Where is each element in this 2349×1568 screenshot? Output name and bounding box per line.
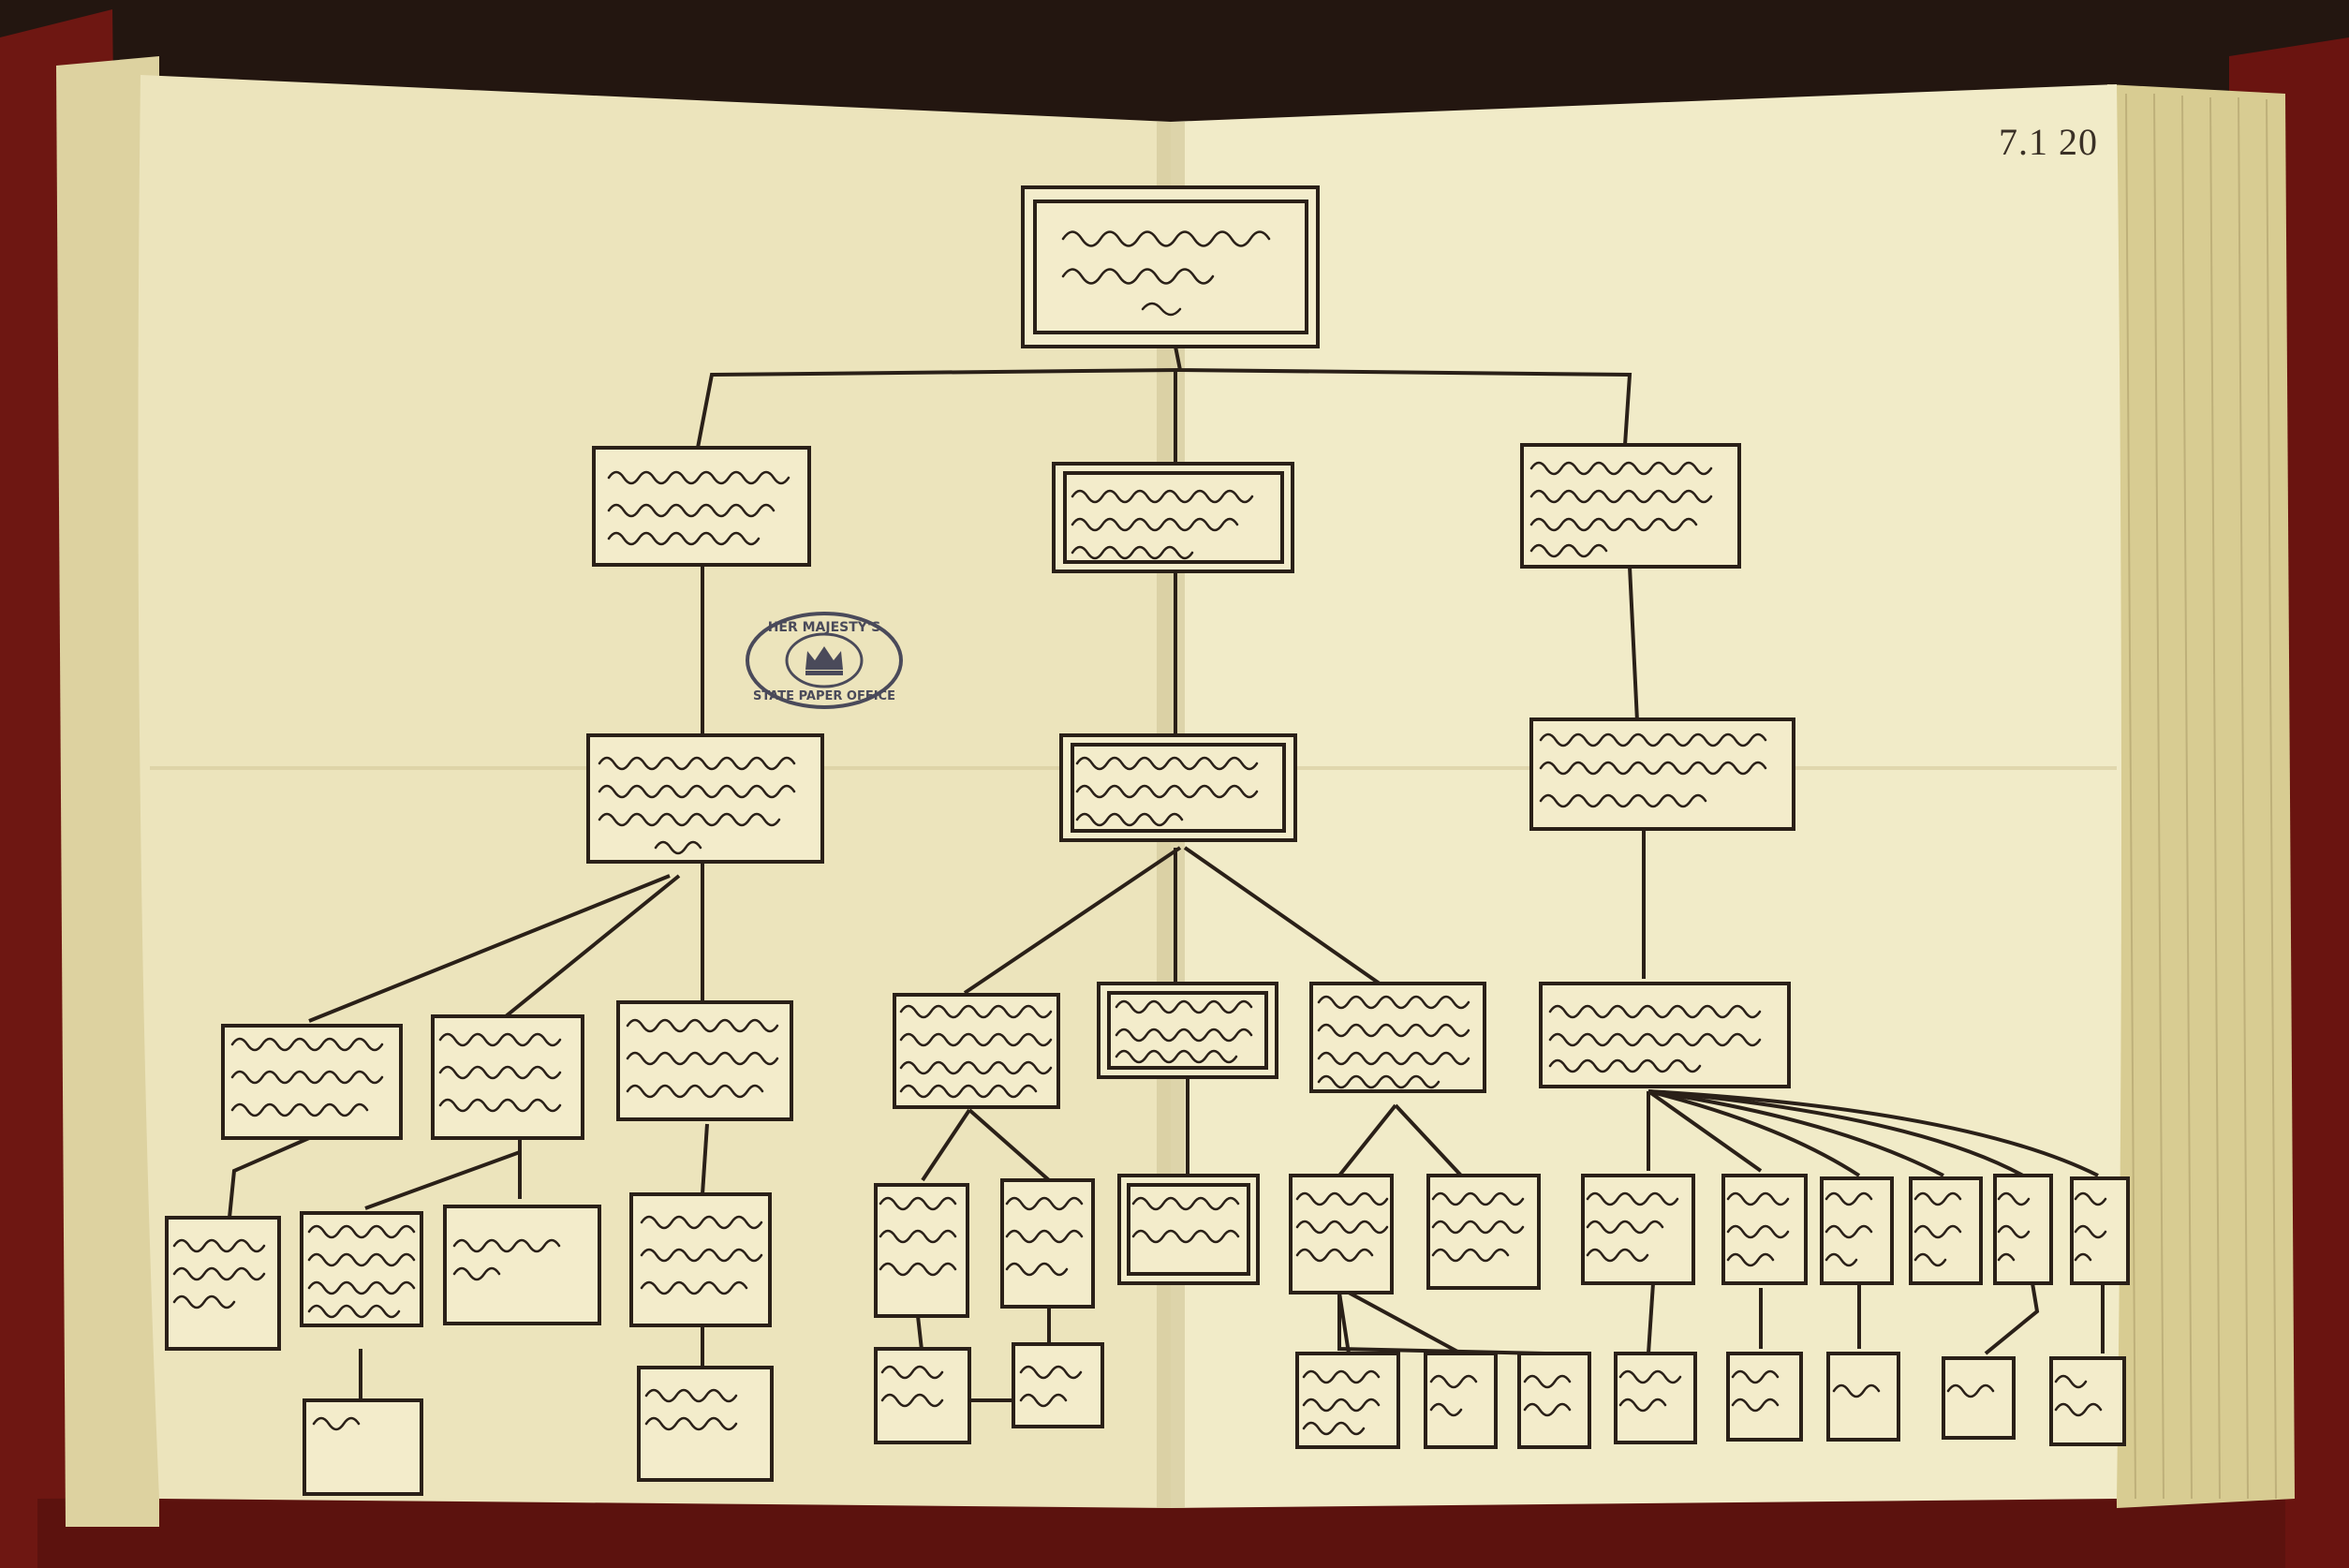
connector bbox=[1337, 1103, 1397, 1177]
box-l4-7-inner bbox=[1127, 1183, 1250, 1276]
genealogy-tree bbox=[228, 346, 2105, 1402]
connector bbox=[1984, 1282, 2040, 1355]
box-l4-1 bbox=[165, 1216, 281, 1351]
box-l4-6 bbox=[1000, 1178, 1095, 1309]
box-l1-mid-inner bbox=[1063, 471, 1284, 564]
binding-bottom bbox=[37, 1489, 2285, 1568]
root-box-inner bbox=[1033, 200, 1308, 334]
box-l5-11 bbox=[1942, 1356, 2016, 1440]
connector bbox=[696, 368, 1181, 449]
box-l2-mid-inner bbox=[1071, 743, 1286, 833]
connector bbox=[701, 1123, 709, 1195]
box-l5-7 bbox=[1517, 1352, 1591, 1449]
box-l5-4 bbox=[1012, 1342, 1104, 1428]
box-l1-mid-outer bbox=[1052, 462, 1294, 573]
box-l4-7-outer bbox=[1117, 1174, 1260, 1285]
connector bbox=[1394, 1103, 1463, 1177]
connector bbox=[1348, 1291, 1462, 1355]
connector bbox=[1183, 846, 1388, 990]
box-l4-11 bbox=[1721, 1174, 1808, 1285]
connector bbox=[1647, 1089, 1944, 1177]
connector bbox=[921, 1108, 971, 1182]
box-l4-10 bbox=[1581, 1174, 1695, 1285]
connector bbox=[1647, 1089, 2099, 1177]
box-l5-1 bbox=[303, 1398, 423, 1496]
box-l3-6 bbox=[1309, 982, 1486, 1093]
box-l4-5 bbox=[874, 1183, 969, 1318]
stamp-text-bottom: STATE PAPER OFFICE bbox=[753, 689, 895, 703]
stamp-inner-ring bbox=[785, 632, 864, 688]
connector bbox=[968, 1108, 1051, 1182]
connector bbox=[1647, 1089, 1763, 1173]
box-l5-6 bbox=[1424, 1352, 1498, 1449]
connector bbox=[228, 1136, 310, 1219]
connector bbox=[1337, 1292, 1351, 1354]
box-l5-8 bbox=[1614, 1352, 1697, 1444]
connector bbox=[504, 874, 681, 1018]
box-l4-3 bbox=[443, 1205, 601, 1325]
box-l5-10 bbox=[1826, 1352, 1900, 1442]
folio-number: 7.1 20 bbox=[1999, 121, 2098, 163]
connector bbox=[963, 846, 1182, 995]
box-l5-12 bbox=[2049, 1356, 2126, 1446]
box-l5-9 bbox=[1726, 1352, 1803, 1442]
box-l3-7 bbox=[1539, 982, 1791, 1088]
connector bbox=[1647, 1282, 1655, 1354]
page-stack-lines bbox=[2125, 93, 2277, 1500]
box-l4-2 bbox=[300, 1211, 423, 1327]
page-stack-right bbox=[2107, 84, 2295, 1508]
box-l4-4 bbox=[629, 1192, 772, 1327]
box-l4-14 bbox=[1993, 1174, 2053, 1285]
connector bbox=[1647, 1089, 2024, 1177]
connector bbox=[308, 874, 671, 1023]
crown-icon bbox=[805, 646, 843, 675]
box-l1-right bbox=[1520, 443, 1741, 569]
connector bbox=[1628, 566, 1639, 722]
handwritten-text bbox=[172, 230, 2107, 1436]
box-l2-left bbox=[586, 733, 824, 864]
connector bbox=[1647, 1089, 1861, 1177]
stamp-outer-ring bbox=[746, 612, 903, 709]
connector bbox=[1174, 346, 1632, 446]
root-box-outer bbox=[1021, 185, 1320, 348]
box-l3-5-inner bbox=[1107, 991, 1268, 1070]
state-paper-office-stamp: HER MAJESTY'S STATE PAPER OFFICE bbox=[746, 612, 903, 709]
page-stack-left bbox=[56, 56, 159, 1527]
box-l4-13 bbox=[1909, 1176, 1983, 1285]
connector bbox=[364, 1150, 521, 1210]
box-l4-15 bbox=[2070, 1176, 2130, 1285]
stamp-text-top: HER MAJESTY'S bbox=[768, 620, 881, 635]
